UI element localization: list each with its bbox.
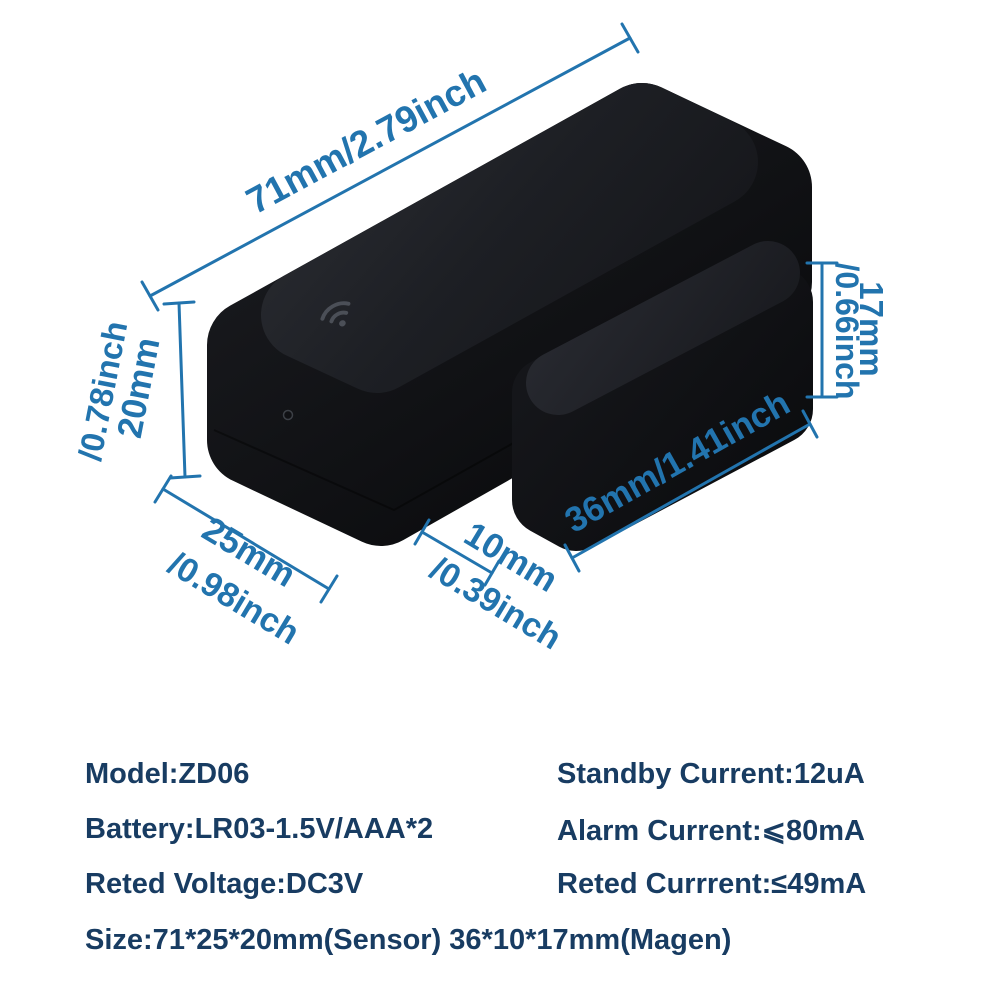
dim-sensor-height: 20mm /0.78inch [71,300,202,480]
dim-sensor-height-line [177,301,187,479]
spec-rated-current: Reted Currrent:≤49mA [557,868,867,900]
dim-sensor-length-tick-start [140,280,160,312]
dim-magnet-height-label-inch: /0.66inch [829,263,865,400]
wifi-icon [320,301,351,327]
spec-alarm-current: Alarm Current:⩽80mA [557,815,865,847]
dim-sensor-width-tick-start [153,474,173,504]
sensor-top-face [261,83,758,393]
spec-rated-voltage: Reted Voltage:DC3V [85,868,364,900]
magnet-top-face [526,241,800,415]
dim-sensor-length-line [148,36,632,298]
sensor-body [207,83,812,546]
dim-magnet-width-tick-start [413,518,431,546]
dim-magnet-width-tick-end [483,559,501,587]
dim-sensor-length-tick-end [620,22,640,54]
dim-sensor-height-tick-start [162,300,196,306]
magnet-body [512,241,813,551]
spec-model: Model:ZD06 [85,758,250,790]
spec-size: Size:71*25*20mm(Sensor) 36*10*17mm(Magen… [85,924,732,956]
dim-magnet-height-label-mm: 17mm [853,281,890,376]
dim-sensor-width-line [161,487,331,591]
dim-magnet-width-line [420,530,494,575]
spec-battery: Battery:LR03-1.5V/AAA*2 [85,813,434,845]
dim-sensor-width-tick-end [319,574,339,604]
dim-magnet-length-line [570,422,812,560]
diagram-canvas: 71mm/2.79inch 20mm /0.78inch 25mm /0.98i… [71,22,890,657]
dim-magnet-length-tick-end [801,409,819,439]
spec-standby-current: Standby Current:12uA [557,758,865,790]
dim-magnet-length-tick-start [563,543,581,573]
dim-sensor-height-tick-end [168,474,202,480]
led-indicator-icon [282,409,294,421]
dim-magnet-height: 17mm /0.66inch [805,261,890,400]
